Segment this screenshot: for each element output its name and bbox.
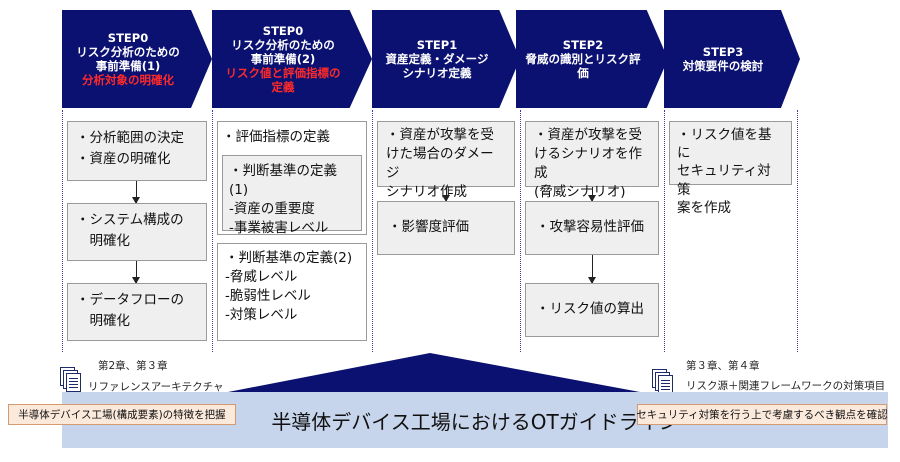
criteria-1-box: ・判断基準の定義(1) -資産の重要度 -事業被害レベル bbox=[222, 155, 362, 236]
step1-header: STEP1 資産定義・ダメージ シナリオ定義 bbox=[372, 10, 520, 108]
damage-scenario-box: ・資産が攻撃を受 けた場合のダメージ シナリオ作成 bbox=[377, 121, 515, 200]
column-separator bbox=[62, 110, 63, 352]
step-title-line: 事前準備(2) bbox=[250, 51, 316, 66]
step-title-line: 事前準備(1) bbox=[95, 59, 161, 73]
step0-2-header: STEP0 リスク分析のための 事前準備(2) リスク値と評価指標の 定義 bbox=[212, 10, 372, 108]
column-separator bbox=[797, 110, 798, 352]
step-title-line: 価 bbox=[577, 66, 589, 80]
step-label: STEP1 bbox=[416, 37, 458, 52]
evaluation-index-title: ・評価指標の定義 bbox=[222, 129, 330, 145]
flow-arrow bbox=[132, 181, 140, 204]
column-separator bbox=[212, 110, 213, 352]
left-ref-chapter: 第2章、第３章 bbox=[98, 360, 168, 372]
step-highlight: 定義 bbox=[271, 80, 295, 95]
risk-value-box: ・リスク値の算出 bbox=[525, 283, 659, 337]
attack-ease-box: ・攻撃容易性評価 bbox=[525, 201, 659, 255]
column-separator bbox=[372, 110, 373, 352]
step-highlight: リスク値と評価指標の bbox=[225, 66, 341, 80]
step-label: STEP3 bbox=[702, 44, 744, 59]
flow-arrow bbox=[588, 187, 596, 202]
document-icon bbox=[60, 367, 82, 393]
step3-header: STEP3 対策要件の検討 bbox=[664, 10, 800, 108]
step-title-line: リスク分析のための bbox=[76, 44, 180, 59]
step-title-line: 対策要件の検討 bbox=[682, 59, 764, 73]
flow-arrow bbox=[132, 261, 140, 284]
countermeasure-box: ・リスク値を基に セキュリティ対策 案を作成 bbox=[669, 121, 792, 216]
column-separator bbox=[520, 110, 521, 352]
right-ref-title: リスク源＋関連フレームワークの対策項目 bbox=[686, 380, 886, 392]
step-title-line: リスク分析のための bbox=[231, 37, 335, 52]
criteria-2-box: ・判断基準の定義(2) -脅威レベル -脆弱性レベル -対策レベル bbox=[217, 243, 367, 341]
triangle-shape bbox=[228, 353, 640, 392]
step-title-line: 資産定義・ダメージ bbox=[385, 51, 489, 66]
right-ref-chapter: 第３章、第４章 bbox=[686, 360, 760, 372]
flow-arrow bbox=[588, 255, 596, 284]
right-tag: セキュリティ対策を行う上で考慮するべき観点を確認 bbox=[636, 404, 888, 425]
scope-asset-box: ・分析範囲の決定 ・資産の明確化 bbox=[67, 121, 207, 181]
threat-scenario-box: ・資産が攻撃を受 けるシナリオを作成 (脅威シナリオ) bbox=[525, 121, 659, 200]
step-label: STEP2 bbox=[562, 37, 604, 52]
left-tag: 半導体デバイス工場(構成要素)の特徴を把握 bbox=[8, 404, 236, 425]
column-separator bbox=[664, 110, 665, 352]
step-highlight: 分析対象の明確化 bbox=[82, 73, 174, 88]
step0-1-header: STEP0 リスク分析のための 事前準備(1) 分析対象の明確化 bbox=[62, 10, 212, 108]
document-icon bbox=[652, 369, 674, 395]
flow-arrow bbox=[442, 187, 450, 202]
step-title-line: 脅威の識別とリスク評 bbox=[525, 51, 641, 66]
step-label: STEP0 bbox=[262, 23, 304, 38]
step2-header: STEP2 脅威の識別とリスク評 価 bbox=[516, 10, 668, 108]
guideline-title: 半導体デバイス工場におけるOTガイドライン bbox=[271, 409, 679, 434]
system-config-box: ・システム構成の 明確化 bbox=[67, 203, 207, 261]
guideline-bar: 半導体デバイス工場におけるOTガイドライン bbox=[62, 392, 888, 448]
data-flow-box: ・データフローの 明確化 bbox=[67, 283, 207, 341]
left-ref-title: リファレンスアーキテクチャ bbox=[88, 381, 224, 393]
step-title-line: シナリオ定義 bbox=[402, 66, 472, 80]
step-label: STEP0 bbox=[107, 30, 149, 45]
impact-eval-box: ・影響度評価 bbox=[377, 201, 515, 255]
